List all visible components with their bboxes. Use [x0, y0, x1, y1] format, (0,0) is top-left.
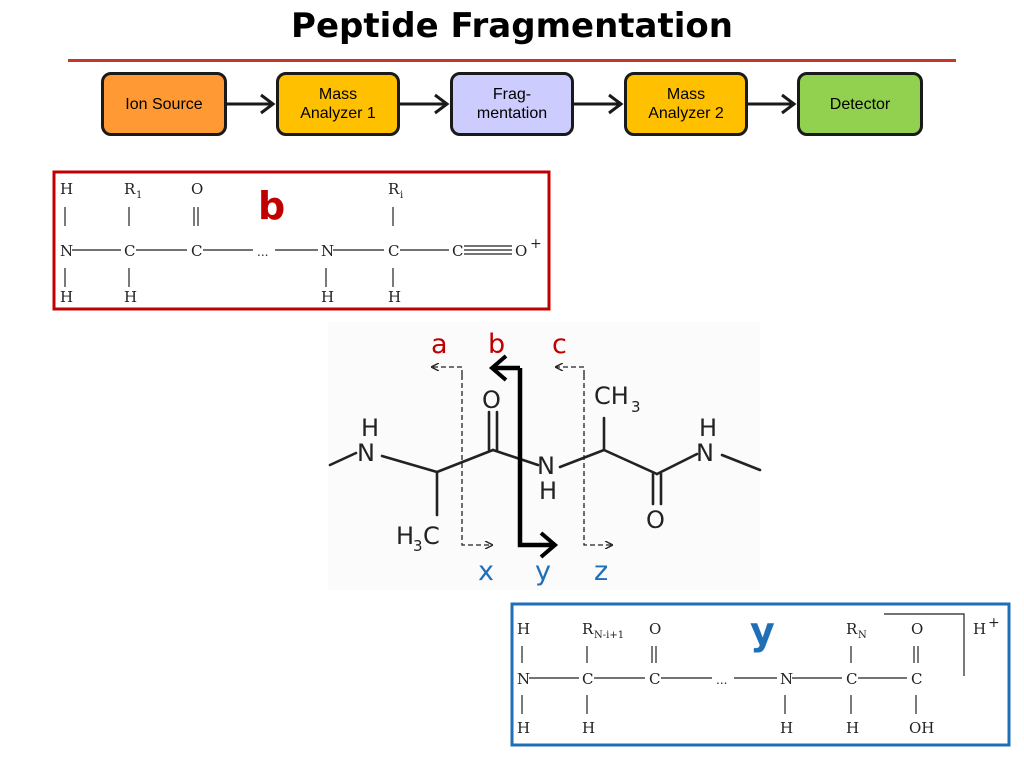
fragment-c-label: c	[552, 329, 567, 360]
b-atom-c-carbonyl: C	[191, 242, 202, 260]
b-atom-h-bl: H	[60, 288, 73, 306]
y-ion-label: y	[750, 609, 775, 653]
title-underline	[68, 59, 956, 62]
bb-atom-h3c-sub: 3	[413, 537, 423, 555]
y-atom-h-bl: H	[517, 719, 530, 737]
b-ion-label: b	[258, 184, 285, 228]
by-cleavage-arrow	[488, 354, 559, 559]
bb-atom-o-top: O	[482, 386, 501, 414]
flow-arrow-icon	[400, 93, 450, 115]
b-atom-h-bn: H	[321, 288, 334, 306]
fragment-a-label: a	[431, 329, 448, 360]
bb-atom-nh-n: N	[537, 452, 555, 480]
flow-arrow-icon	[748, 93, 797, 115]
fragment-z-label: z	[594, 556, 608, 587]
b-atom-ri: R	[388, 180, 400, 198]
b-atom-c-alpha2: C	[388, 242, 399, 260]
y-atom-c-alpha2: C	[846, 670, 857, 688]
y-atom-h-plus: H	[973, 620, 986, 638]
b-atom-n-right: N	[321, 242, 334, 260]
bb-atom-nh-h: H	[539, 477, 557, 505]
y-atom-o2: O	[911, 620, 923, 638]
ion-source-box: Ion Source	[101, 72, 227, 136]
y-atom-n-left: N	[517, 670, 530, 688]
y-bonds	[521, 613, 965, 714]
y-atom-r-sub: N-i+1	[594, 630, 624, 641]
y-atom-h: H	[517, 620, 530, 638]
b-atom-r1: R	[124, 180, 136, 198]
mass-analyzer-2-box: Mass Analyzer 2	[624, 72, 748, 136]
y-atom-rn-sub: N	[858, 630, 867, 641]
y-ion-structure: y H R N-i+1 O R N O H + N C C ... N C C …	[510, 602, 1011, 747]
y-atom-h-bc: H	[582, 719, 595, 737]
y-atom-h-bn: H	[780, 719, 793, 737]
b-ellipsis: ...	[257, 245, 268, 259]
bb-atom-h3c-h: H	[396, 522, 414, 550]
b-plus-sign: +	[530, 236, 542, 252]
bb-atom-n1-h: H	[361, 414, 379, 442]
backbone-diagram: a b c x y z H N O CH 3 N	[328, 322, 762, 590]
bb-atom-n2-h: H	[699, 414, 717, 442]
fragment-y-label: y	[535, 556, 551, 587]
flow-arrow-icon	[574, 93, 624, 115]
y-atom-o: O	[649, 620, 661, 638]
bb-atom-ch: CH	[594, 382, 629, 410]
backbone-bonds	[328, 410, 762, 517]
y-atom-h-bc2: H	[846, 719, 859, 737]
fragment-b-label: b	[488, 329, 505, 360]
b-atom-c-alpha: C	[124, 242, 135, 260]
b-atom-ri-sub: i	[400, 190, 403, 201]
bb-atom-o-bottom: O	[646, 506, 665, 534]
mass-analyzer-1-box: Mass Analyzer 1	[276, 72, 400, 136]
b-atom-r1-sub: 1	[136, 190, 142, 201]
fragmentation-box: Frag- mentation	[450, 72, 574, 136]
b-atom-n-left: N	[60, 242, 73, 260]
b-atom-h: H	[60, 180, 73, 198]
detector-box: Detector	[797, 72, 923, 136]
y-atom-r: R	[582, 620, 594, 638]
b-atom-h-bc2: H	[388, 288, 401, 306]
flow-arrow-icon	[227, 93, 276, 115]
fragment-x-label: x	[478, 556, 494, 587]
y-atom-c-end: C	[911, 670, 922, 688]
bb-atom-n2: N	[696, 439, 714, 467]
b-atom-o: O	[191, 180, 203, 198]
y-ellipsis: ...	[716, 673, 727, 687]
bb-atom-h3c-c: C	[423, 522, 440, 550]
flow-arrows	[227, 93, 797, 115]
y-atom-n-right: N	[780, 670, 793, 688]
b-ion-structure: b H R 1 O R i N C C ... N C C O + H H H …	[52, 170, 551, 311]
page-title: Peptide Fragmentation	[291, 6, 733, 46]
y-ion-frame	[510, 602, 1011, 747]
b-bonds	[64, 207, 512, 287]
y-atom-rn: R	[846, 620, 858, 638]
bb-atom-ch3-sub: 3	[631, 398, 641, 416]
cleavage-lines	[432, 367, 612, 545]
b-atom-h-bc: H	[124, 288, 137, 306]
b-ion-frame	[52, 170, 551, 311]
y-atom-oh: OH	[909, 719, 934, 737]
bb-atom-n1: N	[357, 439, 375, 467]
y-plus-sign: +	[988, 615, 1000, 631]
b-atom-o-plus: O	[515, 242, 527, 260]
y-atom-c-alpha: C	[582, 670, 593, 688]
b-atom-c-end: C	[452, 242, 463, 260]
y-atom-c-carbonyl: C	[649, 670, 660, 688]
